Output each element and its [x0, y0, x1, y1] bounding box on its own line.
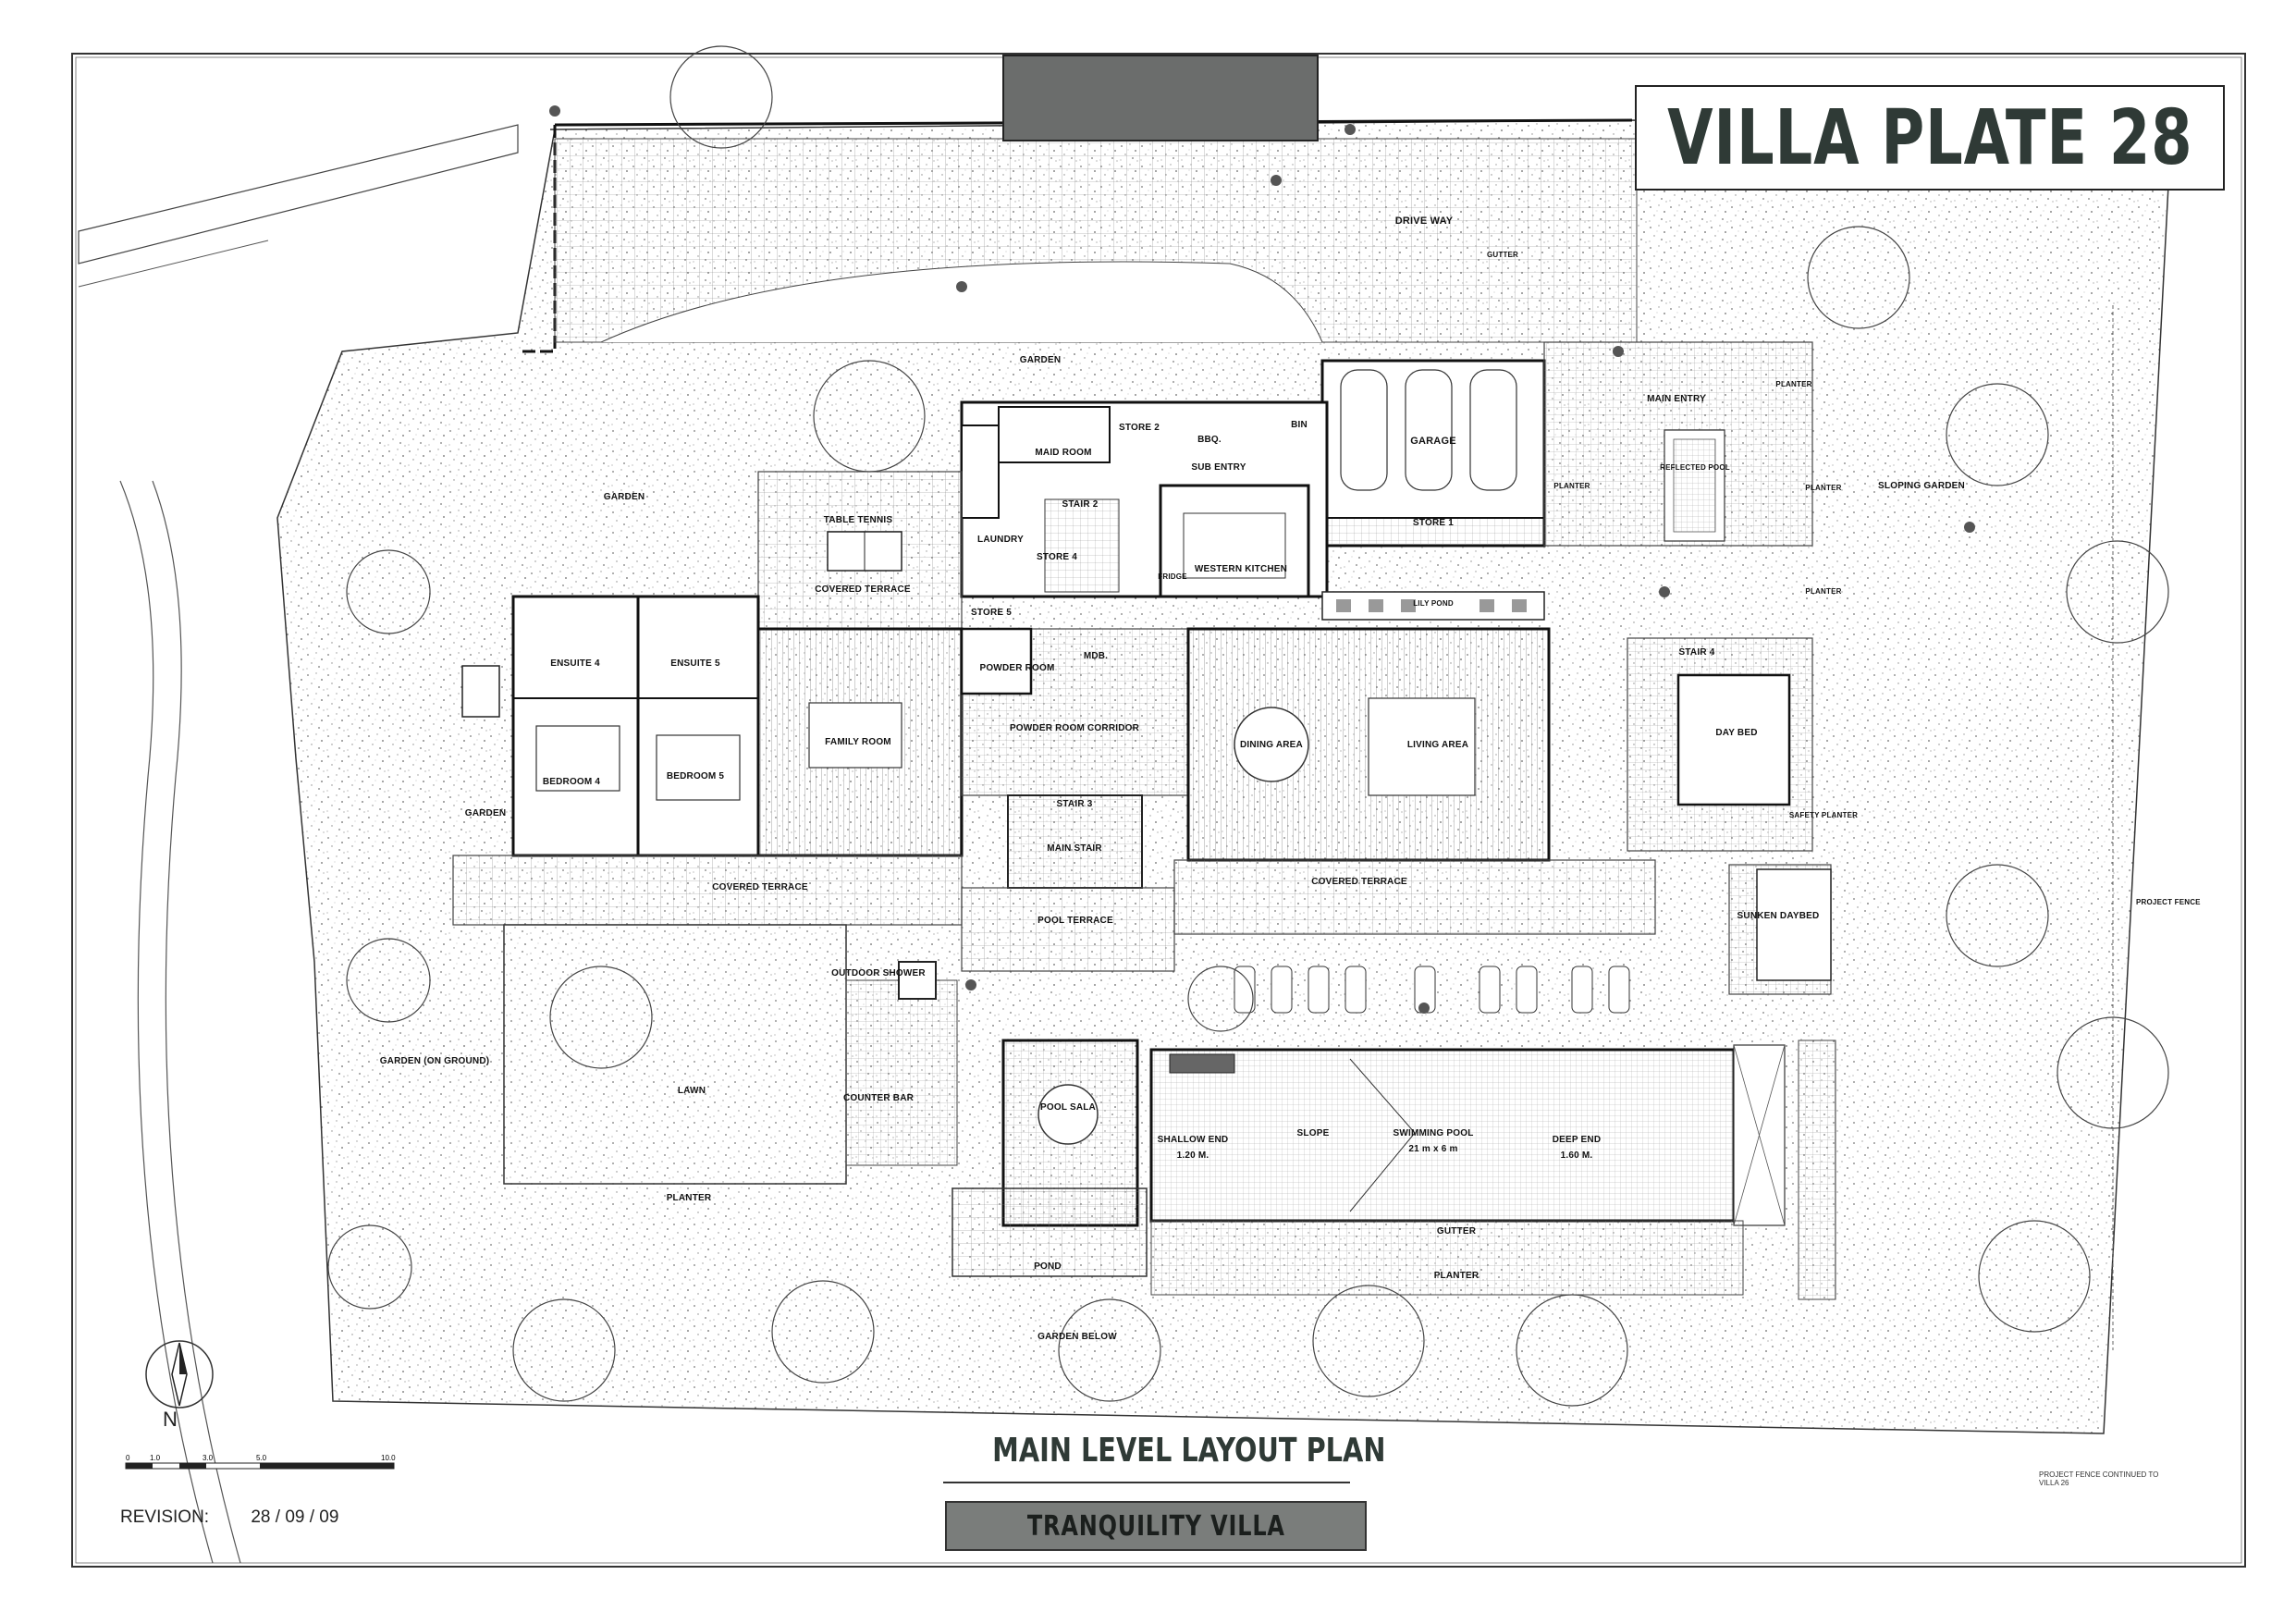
- room-label-laundry: LAUNDRY: [977, 535, 1024, 545]
- revision-block: REVISION: 28 / 09 / 09: [120, 1507, 338, 1528]
- room-label-store1: STORE 1: [1413, 518, 1454, 528]
- room-label-main-entry: MAIN ENTRY: [1647, 394, 1706, 404]
- room-label-dining-area: DINING AREA: [1240, 740, 1303, 750]
- room-label-powder-room: POWDER ROOM: [979, 663, 1054, 673]
- scale-tick-1: 1.0: [150, 1454, 161, 1462]
- room-label-fridge: FRIDGE: [1158, 572, 1187, 581]
- room-label-maid-room: MAID ROOM: [1035, 448, 1091, 458]
- plan-title-underline: [943, 1482, 1350, 1483]
- room-label-deep-end: DEEP END: [1553, 1135, 1602, 1145]
- plan-title-text: MAIN LEVEL LAYOUT PLAN: [992, 1432, 1386, 1470]
- room-label-counter-bar: COUNTER BAR: [843, 1093, 915, 1103]
- scale-tick-2: 3.0: [203, 1454, 214, 1462]
- room-label-bin: BIN: [1291, 420, 1308, 430]
- room-label-bbq: BBQ.: [1197, 435, 1222, 445]
- lily-pond: [1321, 591, 1545, 621]
- scale-bar: 0 1.0 3.0 5.0 10.0: [125, 1454, 396, 1470]
- room-label-deep-depth: 1.60 M.: [1561, 1150, 1593, 1161]
- north-label: N: [163, 1408, 178, 1431]
- room-label-stair2: STAIR 2: [1062, 499, 1099, 510]
- room-label-pond: POND: [1034, 1261, 1062, 1272]
- villa-plate-title-box: VILLA PLATE 28: [1635, 85, 2225, 191]
- room-label-main-stair: MAIN STAIR: [1047, 843, 1102, 854]
- room-label-family-room: FAMILY ROOM: [825, 737, 891, 747]
- room-label-planter-bottom-left: PLANTER: [667, 1193, 712, 1203]
- room-label-planter-bottom: PLANTER: [1434, 1271, 1480, 1281]
- room-label-reflected-pool: REFLECTED POOL: [1660, 463, 1730, 472]
- villa-plate-title: VILLA PLATE 28: [1666, 93, 2193, 182]
- room-label-slope: SLOPE: [1297, 1128, 1330, 1138]
- room-label-store5: STORE 5: [971, 608, 1012, 618]
- room-label-gutter-bottom: GUTTER: [1437, 1226, 1477, 1236]
- room-label-pool-size: 21 m x 6 m: [1408, 1144, 1457, 1154]
- room-label-planter-c: PLANTER: [1805, 587, 1841, 596]
- room-label-ensuite5: ENSUITE 5: [670, 658, 720, 669]
- revision-date: 28 / 09 / 09: [251, 1507, 339, 1527]
- villa-name-band: TRANQUILITY VILLA: [945, 1501, 1367, 1551]
- north-arrow-icon: [145, 1340, 214, 1409]
- room-label-day-bed: DAY BED: [1715, 728, 1757, 738]
- room-label-garden-mid: GARDEN: [465, 808, 507, 818]
- room-label-gutter-top: GUTTER: [1487, 251, 1518, 259]
- room-label-sloping-garden: SLOPING GARDEN: [1878, 481, 1965, 491]
- room-labels: DRIVE WAY GUTTER GARDEN GARDEN MAID ROOM STOR…: [380, 215, 1965, 1342]
- villa-name: TRANQUILITY VILLA: [1026, 1509, 1285, 1543]
- room-label-garden-onground: GARDEN (ON GROUND): [380, 1056, 490, 1066]
- room-label-sunken-daybed: SUNKEN DAYBED: [1737, 911, 1820, 921]
- room-label-shallow-end: SHALLOW END: [1158, 1135, 1229, 1145]
- scale-tick-4: 10.0: [381, 1454, 396, 1462]
- room-label-store4: STORE 4: [1037, 552, 1077, 562]
- room-label-garden-top: GARDEN: [1020, 355, 1062, 365]
- revision-label: REVISION:: [120, 1507, 210, 1527]
- room-label-drive-way: DRIVE WAY: [1395, 215, 1454, 227]
- room-label-outdoor-shower: OUTDOOR SHOWER: [831, 968, 926, 978]
- room-label-planter-a: PLANTER: [1553, 482, 1590, 490]
- room-label-safety-planter: SAFETY PLANTER: [1789, 811, 1858, 819]
- room-label-pool-sala: POOL SALA: [1040, 1102, 1096, 1113]
- room-label-powder-room-corridor: POWDER ROOM CORRIDOR: [1010, 723, 1140, 733]
- room-label-stair3: STAIR 3: [1057, 799, 1093, 809]
- room-label-ensuite4: ENSUITE 4: [550, 658, 600, 669]
- room-label-sub-entry: SUB ENTRY: [1191, 462, 1246, 473]
- room-label-planter-right: PLANTER: [1775, 380, 1811, 388]
- day-bed-sala: [1676, 673, 1791, 806]
- room-label-planter-b: PLANTER: [1805, 484, 1841, 492]
- scale-tick-0: 0: [126, 1454, 130, 1462]
- project-fence-continued-note: PROJECT FENCE CONTINUED TO VILLA 26: [2039, 1470, 2159, 1487]
- room-label-garden-below: GARDEN BELOW: [1037, 1332, 1117, 1342]
- room-label-garden-left: GARDEN: [604, 492, 645, 502]
- room-label-stair4: STAIR 4: [1679, 647, 1715, 658]
- scale-tick-3: 5.0: [256, 1454, 267, 1462]
- room-label-table-tennis: TABLE TENNIS: [824, 515, 893, 525]
- room-label-pool-terrace: POOL TERRACE: [1037, 916, 1113, 926]
- plan-title: MAIN LEVEL LAYOUT PLAN: [943, 1432, 1385, 1476]
- room-label-living-area: LIVING AREA: [1407, 740, 1468, 750]
- room-label-garage: GARAGE: [1410, 436, 1455, 447]
- room-label-mdb: MDB.: [1084, 651, 1108, 661]
- room-label-covered-terrace-right: COVERED TERRACE: [1311, 877, 1407, 887]
- project-fence-note: PROJECT FENCE: [2136, 898, 2201, 906]
- room-label-covered-terrace-top: COVERED TERRACE: [815, 584, 911, 595]
- entrance-gate: [1002, 55, 1319, 141]
- room-label-bedroom4: BEDROOM 4: [543, 777, 601, 787]
- room-label-swimming-pool: SWIMMING POOL: [1393, 1128, 1473, 1138]
- room-label-bedroom5: BEDROOM 5: [667, 771, 725, 781]
- sheet-border: [71, 53, 2246, 1568]
- room-label-covered-terrace-left: COVERED TERRACE: [712, 882, 808, 892]
- room-label-shallow-depth: 1.20 M.: [1177, 1150, 1209, 1161]
- room-label-lily-pond: LILY POND: [1413, 599, 1454, 608]
- room-label-store2: STORE 2: [1119, 423, 1160, 433]
- room-label-western-kitchen: WESTERN KITCHEN: [1195, 564, 1287, 574]
- room-label-lawn: LAWN: [678, 1086, 706, 1096]
